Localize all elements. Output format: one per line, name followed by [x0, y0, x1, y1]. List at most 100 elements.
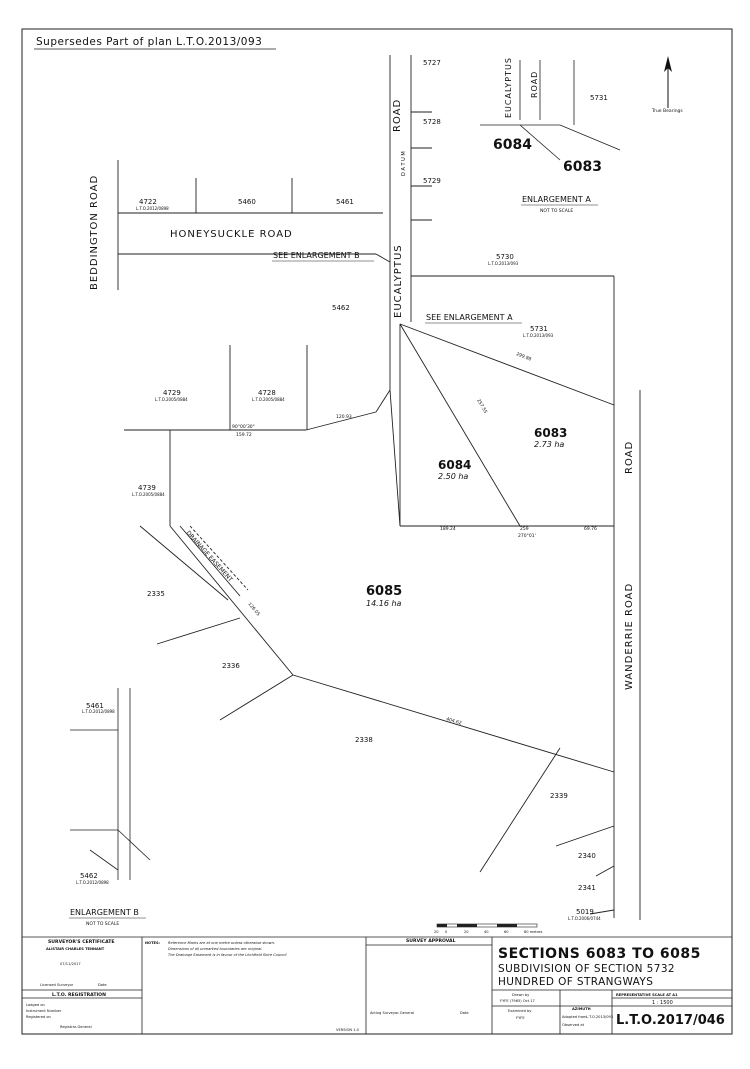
section-6083-area: 2.73 ha: [534, 440, 564, 449]
svg-text:Licensed Surveyor: Licensed Surveyor: [40, 983, 74, 987]
svg-text:Lodged on: Lodged on: [26, 1003, 45, 1007]
svg-text:5461: 5461: [86, 702, 104, 710]
svg-text:126.05: 126.05: [246, 601, 261, 617]
svg-text:2338: 2338: [355, 736, 373, 744]
svg-text:L.T.O.2012/0898: L.T.O.2012/0898: [82, 709, 115, 714]
svg-text:80 metres: 80 metres: [524, 930, 542, 934]
svg-text:Acting Surveyor-General: Acting Surveyor-General: [370, 1011, 414, 1015]
supersedes-note: Supersedes Part of plan L.T.O.2013/093: [36, 36, 262, 48]
svg-text:07/11/2017: 07/11/2017: [60, 962, 81, 966]
road-label-honeysuckle: HONEYSUCKLE ROAD: [170, 229, 293, 240]
svg-text:Registrar-General: Registrar-General: [60, 1025, 92, 1029]
svg-text:Registered on: Registered on: [26, 1015, 51, 1019]
see-enlargement-a: SEE ENLARGEMENT A: [426, 313, 513, 322]
svg-text:Examined by: Examined by: [508, 1009, 532, 1013]
svg-text:4722: 4722: [139, 198, 157, 206]
svg-text:69.76: 69.76: [584, 526, 597, 532]
svg-text:L.T.O.2013/093: L.T.O.2013/093: [523, 333, 554, 338]
section-6084-area: 2.50 ha: [438, 472, 468, 481]
svg-text:L.T.O.2013/093: L.T.O.2013/093: [488, 261, 519, 266]
svg-text:FYFE (7965) Oct 17: FYFE (7965) Oct 17: [500, 999, 535, 1003]
svg-text:Dimensions of all unmarked bou: Dimensions of all unmarked boundaries ar…: [168, 947, 262, 951]
svg-text:FYFE: FYFE: [516, 1016, 525, 1020]
svg-text:2336: 2336: [222, 662, 240, 670]
enlargement-a-title: ENLARGEMENT A: [522, 195, 591, 204]
svg-text:4739: 4739: [138, 484, 156, 492]
svg-text:20: 20: [434, 930, 439, 934]
drainage-easement-label: DRAINAGE EASEMENT: [185, 530, 235, 584]
svg-text:2341: 2341: [578, 884, 596, 892]
road-label-eucalyptus: ROAD: [392, 99, 403, 132]
svg-text:L.T.O.2005/0884: L.T.O.2005/0884: [252, 397, 285, 402]
svg-text:159.72: 159.72: [236, 432, 252, 438]
svg-text:90°00'30": 90°00'30": [232, 424, 255, 430]
svg-text:120.93: 120.93: [336, 414, 352, 420]
plan-subdivision: SUBDIVISION OF SECTION 5732: [498, 963, 675, 975]
plan-hundred: HUNDRED OF STRANGWAYS: [498, 976, 653, 988]
enlargement-a: EUCALYPTUS ROAD 5731 6084 6083 ENLARGEME…: [480, 57, 621, 214]
scale-bar: 20 0 20 40 60 80 metres: [434, 923, 542, 934]
svg-text:The Drainage Easement is in fa: The Drainage Easement is in favour of th…: [168, 953, 287, 957]
svg-text:Adopted from: Adopted from: [562, 1015, 587, 1019]
svg-text:NOT TO SCALE: NOT TO SCALE: [86, 921, 119, 927]
section-6085-area: 14.16 ha: [366, 599, 402, 608]
road-label-wanderrie-road: ROAD: [624, 441, 635, 474]
road-label-beddington: BEDDINGTON ROAD: [89, 175, 100, 290]
svg-text:40: 40: [484, 930, 489, 934]
svg-text:L.T.O.2013/093: L.T.O.2013/093: [586, 1015, 613, 1019]
lot-labels: 5727 5728 5729 5730 L.T.O.2013/093 5731 …: [132, 59, 601, 921]
svg-text:257.55: 257.55: [475, 398, 488, 415]
svg-text:0: 0: [445, 930, 448, 934]
section-6085: 6085: [366, 584, 402, 599]
dimension-labels: 189.24 259 270°01' 69.76 90°00'30" 159.7…: [232, 351, 597, 726]
svg-text:Reference Marks are at one met: Reference Marks are at one metre unless …: [168, 941, 275, 945]
svg-text:NOTES:: NOTES:: [145, 941, 161, 945]
section-6083: 6083: [534, 426, 567, 440]
svg-text:404.62: 404.62: [445, 716, 462, 726]
svg-text:5462: 5462: [80, 872, 98, 880]
road-label-wanderrie: WANDERRIE ROAD: [624, 583, 635, 690]
svg-text:5729: 5729: [423, 177, 441, 185]
svg-text:5731: 5731: [530, 325, 548, 333]
svg-text:259: 259: [520, 526, 529, 532]
enlargement-b: 5461 L.T.O.2012/0898 5462 L.T.O.2012/089…: [69, 688, 151, 927]
svg-text:2335: 2335: [147, 590, 165, 598]
svg-text:2340: 2340: [578, 852, 596, 860]
svg-text:2339: 2339: [550, 792, 568, 800]
svg-text:Date: Date: [460, 1011, 469, 1015]
svg-text:REPRESENTATIVE SCALE AT A1: REPRESENTATIVE SCALE AT A1: [616, 993, 678, 997]
svg-text:Instrument Number: Instrument Number: [26, 1009, 62, 1013]
svg-text:EUCALYPTUS: EUCALYPTUS: [504, 57, 513, 118]
svg-text:5019: 5019: [576, 908, 594, 916]
svg-text:ALISTAIR CHARLES TENNANT: ALISTAIR CHARLES TENNANT: [46, 947, 105, 951]
svg-text:5460: 5460: [238, 198, 256, 206]
svg-text:L.T.O.2006/0744: L.T.O.2006/0744: [568, 916, 601, 921]
section-6084: 6084: [438, 458, 471, 472]
svg-text:189.24: 189.24: [440, 526, 456, 532]
svg-text:Observed at: Observed at: [562, 1023, 585, 1027]
enlargement-a-6084: 6084: [493, 137, 532, 153]
title-block: SURVEYOR'S CERTIFICATE ALISTAIR CHARLES …: [22, 936, 732, 1034]
plan-number: L.T.O.2017/046: [616, 1013, 725, 1028]
svg-text:Drawn by: Drawn by: [512, 993, 530, 997]
svg-text:5728: 5728: [423, 118, 441, 126]
north-arrow-icon: True Bearings: [651, 56, 683, 114]
svg-text:L.T.O.2012/0898: L.T.O.2012/0898: [76, 880, 109, 885]
svg-text:L.T.O.2012/0898: L.T.O.2012/0898: [136, 206, 169, 211]
svg-text:299.88: 299.88: [515, 351, 532, 362]
true-bearings-label: True Bearings: [651, 108, 683, 114]
svg-text:60: 60: [504, 930, 509, 934]
svg-text:L.T.O.2005/0884: L.T.O.2005/0884: [155, 397, 188, 402]
svg-text:1 : 1500: 1 : 1500: [652, 1000, 673, 1006]
svg-text:SURVEYOR'S CERTIFICATE: SURVEYOR'S CERTIFICATE: [48, 939, 115, 945]
svg-text:NOT TO SCALE: NOT TO SCALE: [540, 208, 573, 214]
svg-text:4728: 4728: [258, 389, 276, 397]
svg-text:SURVEY APPROVAL: SURVEY APPROVAL: [406, 938, 456, 944]
svg-text:5731: 5731: [590, 94, 608, 102]
sheet-border: [21, 28, 733, 1035]
svg-text:270°01': 270°01': [518, 533, 536, 539]
see-enlargement-b: SEE ENLARGEMENT B: [273, 251, 360, 260]
svg-text:ROAD: ROAD: [530, 71, 539, 98]
svg-text:5461: 5461: [336, 198, 354, 206]
